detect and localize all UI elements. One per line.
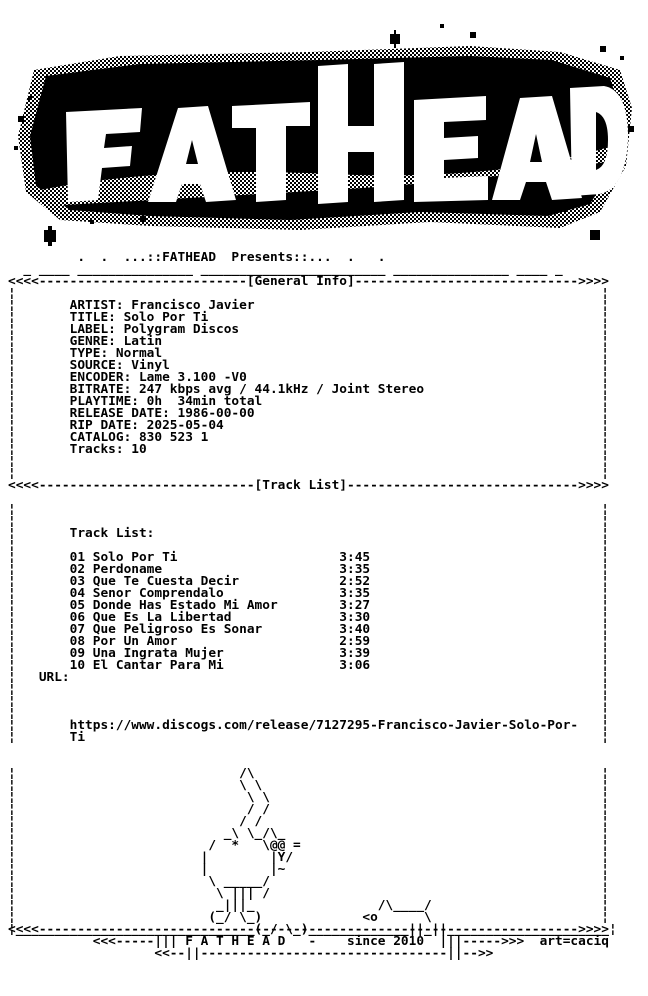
track-row: ¦ 05 Donde Has Estado Mi Amor 3:27 ¦ <box>8 598 609 613</box>
url-line: ¦ ¦ <box>8 682 609 697</box>
info-line: ¦ ENCODER: Lame 3.100 -V0 ¦ <box>8 370 609 385</box>
info-line: ¦ ARTIST: Francisco Javier ¦ <box>8 298 609 313</box>
info-line: ¦ CATALOG: 830 523 1 ¦ <box>8 430 609 445</box>
track-list-block: ¦ ¦ ¦ ¦ ¦ Track List: <box>8 502 609 673</box>
info-line: ¦ RELEASE DATE: 1986-00-00 ¦ <box>8 406 609 421</box>
footer-line: <<<<------------------------------------… <box>8 922 609 937</box>
info-line: ¦ GENRE: Latin ¦ <box>8 334 609 349</box>
track-row: ¦ 06 Que Es La Libertad 3:30 ¦ <box>8 610 609 625</box>
info-line: ¦ ¦ <box>8 286 609 301</box>
footer-line: <<--||--------------------------------||… <box>8 946 494 961</box>
general-info-header: _ ____ _______________ _________________… <box>8 262 609 289</box>
track-row: ¦ 02 Perdoname 3:35 ¦ <box>8 562 609 577</box>
url-line: ¦ ¦ <box>8 694 609 709</box>
track-row: ¦ 01 Solo Por Ti 3:45 ¦ <box>8 550 609 565</box>
art-line: ¦ | |~ ¦ <box>8 862 609 877</box>
info-line: ¦ ¦ <box>8 466 609 481</box>
art-line: ¦ (_/ \_) <o \ ¦ <box>8 910 609 925</box>
info-line: ¦ ¦ <box>8 454 609 469</box>
info-line: ¦ Tracks: 10 ¦ <box>8 442 609 457</box>
url-line: ¦ https://www.discogs.com/release/712729… <box>8 718 609 733</box>
art-line: ¦ \ ||| / ¦ <box>8 886 609 901</box>
info-line: ¦ TITLE: Solo Por Ti ¦ <box>8 310 609 325</box>
general-info-block: ¦ ¦ ¦ ARTIST: Francisco Javier ¦ ¦ TITLE… <box>8 286 609 481</box>
track-row: ¦ 10 El Cantar Para Mi 3:06 ¦ <box>8 658 609 673</box>
url-line: ¦ URL: ¦ <box>8 670 609 685</box>
art-line: ¦ | |Y/ ¦ <box>8 850 609 865</box>
track-row: ¦ 09 Una Ingrata Mujer 3:39 ¦ <box>8 646 609 661</box>
presents-line: . . ...::FATHEAD Presents::... . . <box>8 250 386 265</box>
track-row: ¦ ¦ <box>8 514 609 529</box>
info-line: ¦ LABEL: Polygram Discos ¦ <box>8 322 609 337</box>
art-line: ¦_______________________________(_/ \_)_… <box>8 922 617 937</box>
art-line: ¦ / / ¦ <box>8 802 609 817</box>
url-block: ¦ URL: ¦ ¦ ¦ ¦ <box>8 670 609 745</box>
art-line: ¦ _|||_ /\____/ ¦ <box>8 898 609 913</box>
art-line: ¦ / * \@@ = ¦ <box>8 838 609 853</box>
fathead-logo <box>14 24 634 246</box>
track-row: ¦ 03 Que Te Cuesta Decir 2:52 ¦ <box>8 574 609 589</box>
url-line: ¦ ¦ <box>8 706 609 721</box>
track-list-header: <<<<----------------------------[Track L… <box>8 478 609 493</box>
art-line: ¦ \ _____/ ¦ <box>8 874 609 889</box>
track-row: ¦ 08 Por Un Amor 2:59 ¦ <box>8 634 609 649</box>
track-row: ¦ Track List: ¦ <box>8 526 609 541</box>
art-line: ¦ \ \ ¦ <box>8 790 609 805</box>
art-line: ¦ / / ¦ <box>8 814 609 829</box>
ascii-art-figure: ¦ /\ ¦ ¦ \ \ ¦ ¦ \ \ <box>8 766 617 937</box>
track-row: ¦ 04 Senor Comprendalo 3:35 ¦ <box>8 586 609 601</box>
url-line: ¦ Ti ¦ <box>8 730 609 745</box>
info-line: ¦ TYPE: Normal ¦ <box>8 346 609 361</box>
footer-line: <<<-----||| F A T H E A D - since 2010 |… <box>92 934 609 949</box>
info-line: ¦ RIP DATE: 2025-05-04 ¦ <box>8 418 609 433</box>
art-line: ¦ /\ ¦ <box>8 766 609 781</box>
info-line: ¦ PLAYTIME: 0h 34min total ¦ <box>8 394 609 409</box>
track-row: ¦ 07 Que Peligroso Es Sonar 3:40 ¦ <box>8 622 609 637</box>
info-line: ¦ SOURCE: Vinyl ¦ <box>8 358 609 373</box>
track-row: ¦ ¦ <box>8 502 609 517</box>
track-row: ¦ ¦ <box>8 538 609 553</box>
footer-banner: <<<<------------------------------------… <box>8 922 609 961</box>
art-line: ¦ _\ \_/\_ ¦ <box>8 826 609 841</box>
art-line: ¦ \ \ ¦ <box>8 778 609 793</box>
info-line: ¦ BITRATE: 247 kbps avg / 44.1kHz / Join… <box>8 382 609 397</box>
